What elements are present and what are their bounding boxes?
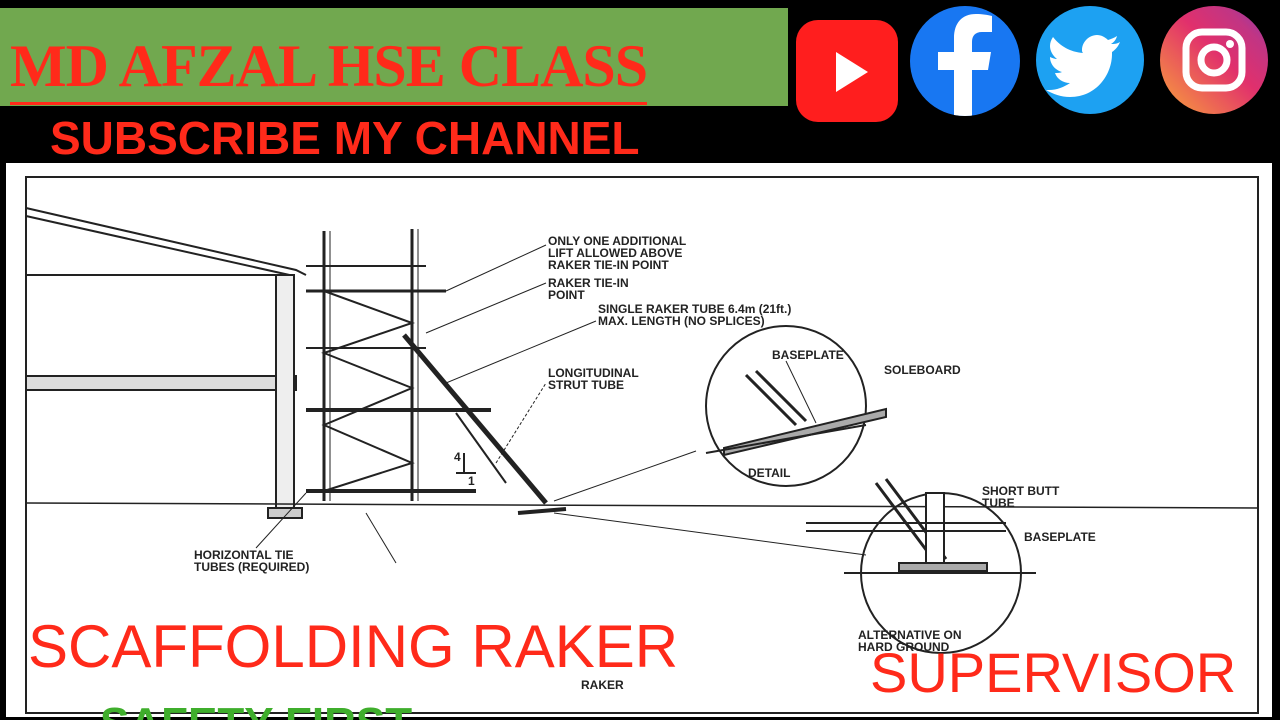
raker-diagram-panel: ONLY ONE ADDITIONAL LIFT ALLOWED ABOVE R… <box>6 163 1272 717</box>
label-horizontal-tie-1: HORIZONTAL TIE <box>194 548 294 562</box>
label-detail: DETAIL <box>748 466 790 480</box>
channel-title: MD AFZAL HSE CLASS <box>10 30 648 105</box>
label-additional-lift-2: LIFT ALLOWED ABOVE <box>548 246 682 260</box>
facebook-icon[interactable] <box>910 6 1020 116</box>
subscribe-text: SUBSCRIBE MY CHANNEL <box>50 112 640 164</box>
raker-diagram: ONLY ONE ADDITIONAL LIFT ALLOWED ABOVE R… <box>25 176 1259 714</box>
label-ratio-top: 4 <box>454 450 461 464</box>
caption-partial-bottom: SAFETY FIRST <box>100 704 412 720</box>
label-baseplate-top: BASEPLATE <box>772 348 844 362</box>
caption-supervisor: SUPERVISOR <box>870 641 1237 704</box>
caption-scaffolding-raker: SCAFFOLDING RAKER <box>28 613 679 680</box>
label-short-butt-1: SHORT BUTT <box>982 484 1060 498</box>
label-alternative-2: HARD GROUND <box>858 640 950 654</box>
twitter-icon[interactable] <box>1036 6 1144 114</box>
youtube-icon[interactable] <box>796 20 898 122</box>
label-short-butt-2: TUBE <box>982 496 1015 510</box>
label-additional-lift-1: ONLY ONE ADDITIONAL <box>548 234 686 248</box>
label-single-raker-1: SINGLE RAKER TUBE 6.4m (21ft.) <box>598 302 791 316</box>
label-ratio-bottom: 1 <box>468 474 475 488</box>
label-soleboard: SOLEBOARD <box>884 363 961 377</box>
label-horizontal-tie-2: TUBES (REQUIRED) <box>194 560 309 574</box>
label-strut-1: LONGITUDINAL <box>548 366 639 380</box>
label-strut-2: STRUT TUBE <box>548 378 624 392</box>
label-single-raker-2: MAX. LENGTH (NO SPLICES) <box>598 314 765 328</box>
label-additional-lift-3: RAKER TIE-IN POINT <box>548 258 669 272</box>
channel-banner: MD AFZAL HSE CLASS <box>0 8 788 106</box>
label-tie-in-1: RAKER TIE-IN <box>548 276 629 290</box>
instagram-icon[interactable] <box>1160 6 1268 114</box>
label-alternative-1: ALTERNATIVE ON <box>858 628 962 642</box>
label-raker: RAKER <box>581 678 624 692</box>
label-baseplate-bottom: BASEPLATE <box>1024 530 1096 544</box>
label-tie-in-2: POINT <box>548 288 585 302</box>
